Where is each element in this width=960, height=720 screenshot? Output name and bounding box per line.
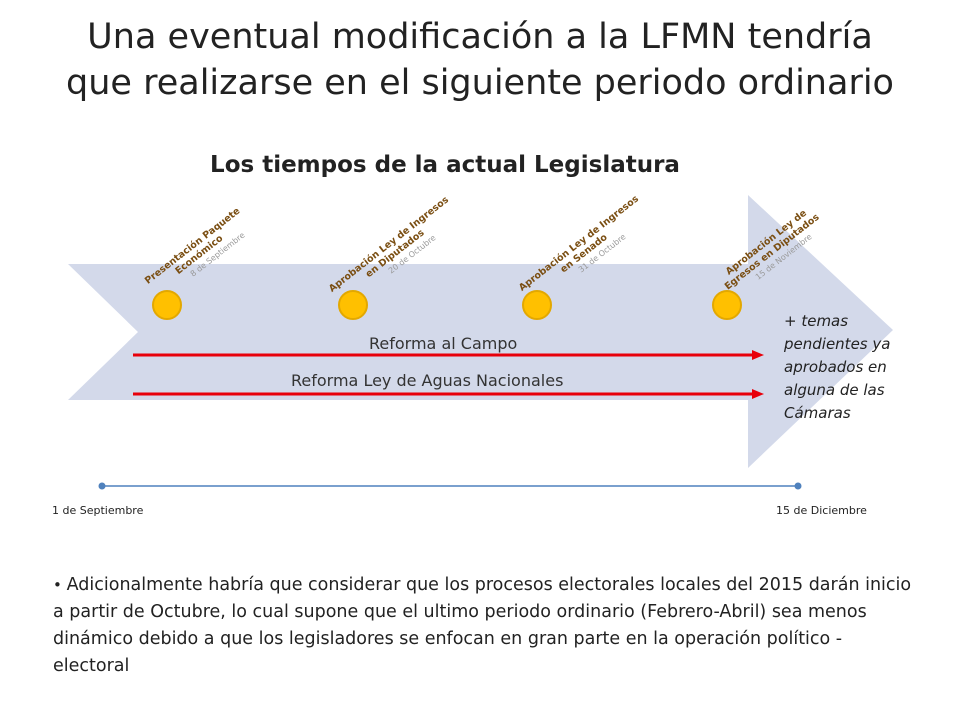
reform-label-aguas: Reforma Ley de Aguas Nacionales bbox=[291, 371, 564, 390]
timeline-start-label: 1 de Septiembre bbox=[52, 504, 144, 517]
slide-title-line-2: que realizarse en el siguiente periodo o… bbox=[66, 63, 894, 103]
milestone-dot-2 bbox=[338, 290, 368, 320]
big-arrow-shape bbox=[68, 195, 893, 468]
milestone-dot-1 bbox=[152, 290, 182, 320]
bullet-paragraph: • Adicionalmente habría que considerar q… bbox=[53, 572, 913, 680]
pending-topics-note: + temas pendientes ya aprobados en algun… bbox=[784, 312, 891, 422]
slide-title: Una eventual modificación a la LFMN tend… bbox=[20, 14, 940, 106]
milestone-dot-4 bbox=[712, 290, 742, 320]
bullet-text: Adicionalmente habría que considerar que… bbox=[53, 575, 912, 676]
timeline-start-marker bbox=[98, 482, 106, 490]
timeline-end-marker bbox=[794, 482, 802, 490]
reform-line-aguas-arrowhead bbox=[752, 389, 764, 399]
reform-label-campo: Reforma al Campo bbox=[369, 334, 518, 353]
slide-title-line-1: Una eventual modificación a la LFMN tend… bbox=[87, 17, 873, 57]
bullet-marker: • bbox=[53, 576, 67, 594]
milestone-dot-3 bbox=[522, 290, 552, 320]
diagram-subtitle: Los tiempos de la actual Legislatura bbox=[210, 152, 680, 178]
timeline-end-label: 15 de Diciembre bbox=[776, 504, 867, 517]
reform-line-campo-arrowhead bbox=[752, 350, 764, 360]
